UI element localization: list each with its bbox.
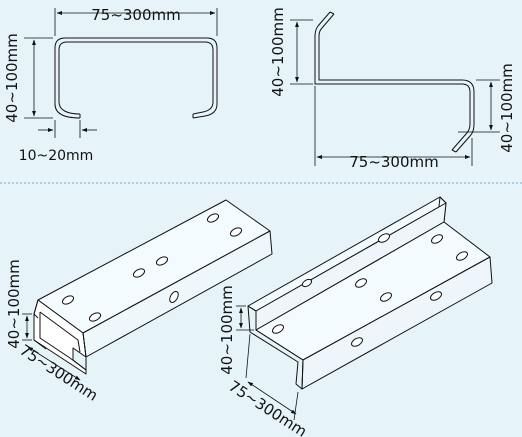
c-channel-dimensions bbox=[22, 313, 81, 381]
c-channel-3d bbox=[33, 199, 273, 375]
hole bbox=[272, 324, 284, 334]
hole bbox=[206, 213, 220, 223]
c-section-profile bbox=[54, 37, 218, 119]
hole bbox=[61, 295, 75, 305]
hole bbox=[430, 291, 442, 301]
hole bbox=[229, 227, 243, 237]
c-channel-holes bbox=[61, 213, 243, 322]
hole bbox=[431, 234, 443, 244]
z-channel-3d bbox=[247, 196, 493, 390]
c-profile-outer bbox=[54, 37, 218, 119]
hole bbox=[155, 256, 169, 266]
hole bbox=[88, 312, 102, 322]
c-height-label: 40~100mm bbox=[3, 33, 21, 123]
z3d-width-dim-line bbox=[247, 381, 297, 415]
c-flange-label: 10~20mm bbox=[19, 148, 94, 164]
z-width-label: 75~300mm bbox=[349, 153, 439, 171]
z-section-dimensions bbox=[290, 19, 500, 166]
z-profile-outer bbox=[314, 11, 471, 151]
c-section-dimensions bbox=[24, 8, 218, 138]
hole bbox=[378, 233, 390, 243]
hole bbox=[132, 268, 146, 278]
hole bbox=[301, 278, 313, 288]
hole bbox=[380, 292, 392, 302]
hole bbox=[169, 291, 179, 303]
c-profile-inner bbox=[58, 41, 214, 115]
z-height-label-top: 40~100mm bbox=[269, 7, 287, 97]
z-channel-holes bbox=[272, 233, 468, 347]
c-width-label: 75~300mm bbox=[91, 6, 181, 24]
c3d-height-label: 40~100mm bbox=[5, 259, 23, 349]
hole bbox=[456, 251, 468, 261]
z-section-profile bbox=[314, 11, 475, 153]
c3d-width-dim-line bbox=[27, 346, 81, 381]
z3d-width-label: 75~300mm bbox=[225, 377, 310, 437]
hole bbox=[351, 337, 363, 347]
z-channel-dimensions bbox=[236, 305, 299, 421]
z3d-height-label: 40~100mm bbox=[218, 285, 236, 375]
hole bbox=[355, 278, 367, 288]
z-profile-inner bbox=[318, 13, 475, 153]
z-height-label-bottom: 40~100mm bbox=[498, 63, 516, 153]
